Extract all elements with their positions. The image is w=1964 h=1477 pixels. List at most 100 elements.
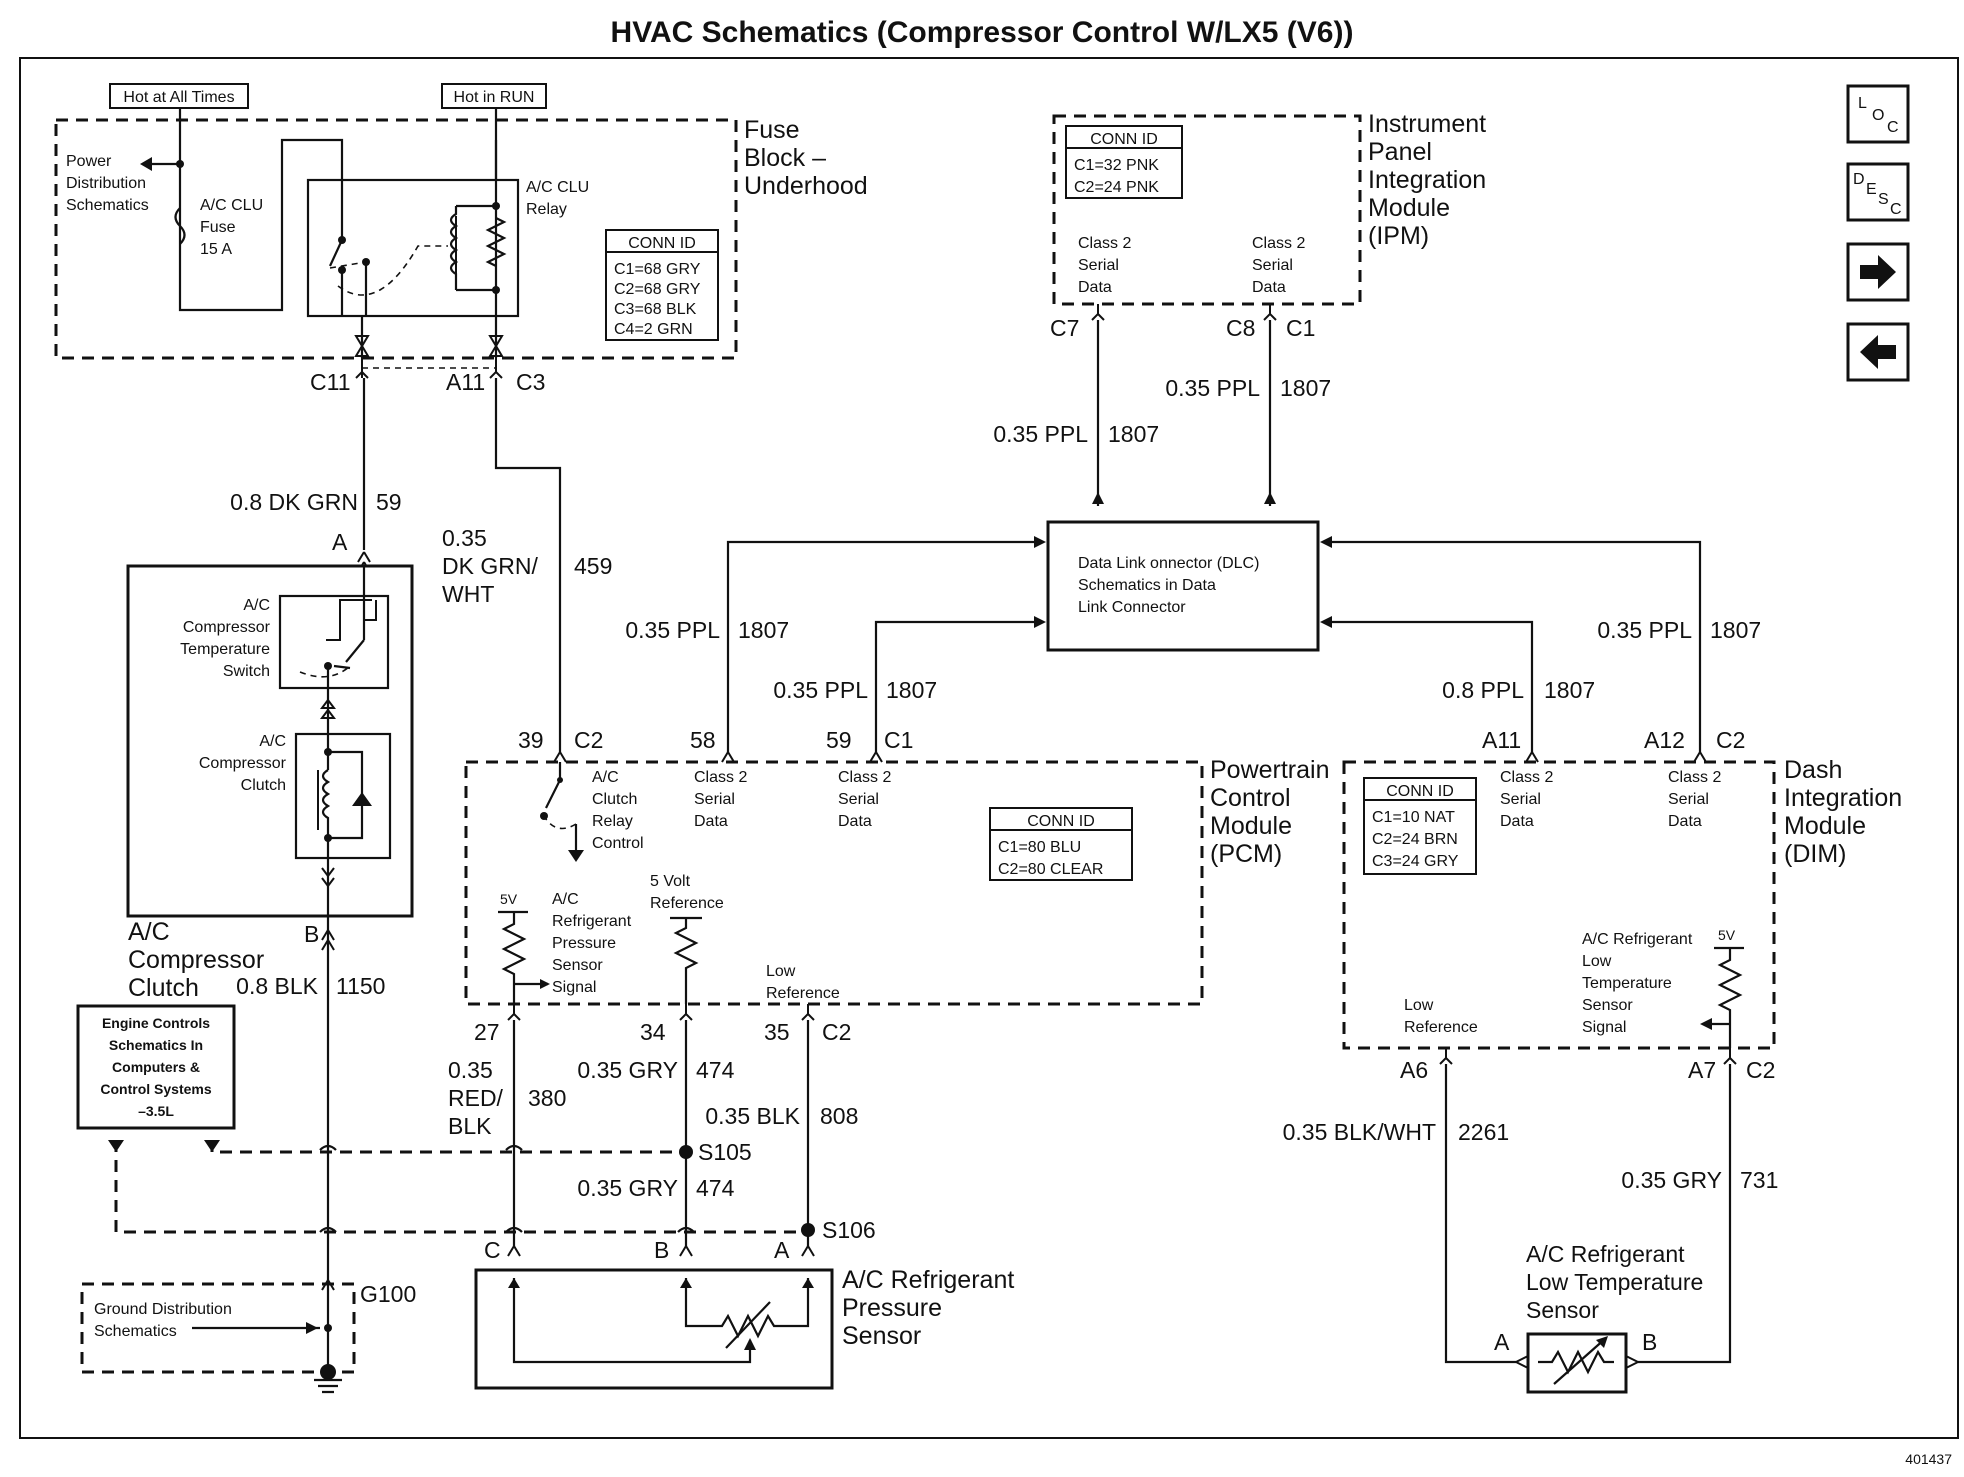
svg-text:Module: Module (1368, 194, 1450, 222)
svg-text:(DIM): (DIM) (1784, 840, 1846, 868)
svg-text:C: C (484, 1237, 501, 1263)
svg-text:A: A (1494, 1329, 1510, 1355)
image-number: 401437 (1905, 1451, 1952, 1467)
svg-text:Underhood: Underhood (744, 172, 868, 200)
svg-text:C1=32 PNK: C1=32 PNK (1074, 157, 1159, 174)
wire-459-circuit: 459 (574, 553, 612, 579)
svg-text:A: A (774, 1237, 790, 1263)
svg-text:Instrument: Instrument (1368, 110, 1486, 138)
svg-text:(PCM): (PCM) (1210, 840, 1282, 868)
svg-text:C2=68 GRY: C2=68 GRY (614, 281, 701, 298)
svg-text:0.35 GRY: 0.35 GRY (1621, 1167, 1722, 1193)
svg-text:Data: Data (694, 813, 728, 830)
svg-text:Class 2: Class 2 (694, 769, 747, 786)
svg-text:380: 380 (528, 1085, 566, 1111)
svg-text:Engine Controls: Engine Controls (102, 1015, 210, 1031)
svg-text:A/C CLU: A/C CLU (526, 179, 589, 196)
svg-text:C2=24 PNK: C2=24 PNK (1074, 179, 1159, 196)
svg-text:C8: C8 (1226, 315, 1255, 341)
svg-text:Block –: Block – (744, 144, 826, 172)
dashed-ground-link-b (210, 1140, 686, 1154)
svg-text:Module: Module (1784, 812, 1866, 840)
clutch-coil-icon (321, 769, 331, 838)
wire-dim-a11 (1330, 620, 1534, 752)
svg-text:D: D (1853, 171, 1865, 188)
svg-text:Serial: Serial (1500, 791, 1541, 808)
svg-text:A11: A11 (1482, 727, 1521, 753)
svg-text:Serial: Serial (694, 791, 735, 808)
svg-text:Data: Data (838, 813, 872, 830)
svg-text:5V: 5V (500, 891, 518, 907)
splice-s105 (679, 1145, 693, 1159)
svg-text:C1=68 GRY: C1=68 GRY (614, 261, 701, 278)
svg-text:S: S (1878, 191, 1889, 208)
svg-text:Clutch: Clutch (128, 974, 199, 1002)
page-title: HVAC Schematics (Compressor Control W/LX… (611, 16, 1354, 49)
svg-text:0.35: 0.35 (442, 525, 487, 551)
svg-text:Data: Data (1500, 813, 1534, 830)
svg-text:0.35 PPL: 0.35 PPL (1165, 375, 1260, 401)
svg-text:Data: Data (1252, 279, 1286, 296)
svg-text:B: B (304, 921, 319, 947)
desc-button[interactable]: D E S C (1846, 162, 1910, 222)
svg-text:A: A (332, 529, 348, 555)
svg-text:Panel: Panel (1368, 138, 1432, 166)
diode-icon (352, 792, 372, 806)
svg-text:Schematics in Data: Schematics in Data (1078, 577, 1216, 594)
svg-text:Serial: Serial (1078, 257, 1119, 274)
svg-text:WHT: WHT (442, 581, 494, 607)
powertrain-control-module: Powertrain Control Module (PCM) 39 C2 58… (464, 727, 1330, 1006)
svg-text:A12: A12 (1644, 727, 1685, 753)
svg-text:59: 59 (826, 727, 852, 753)
svg-text:Schematics In: Schematics In (109, 1037, 203, 1053)
svg-text:S105: S105 (698, 1139, 752, 1165)
svg-text:1807: 1807 (1280, 375, 1331, 401)
svg-text:Integration: Integration (1368, 166, 1486, 194)
svg-text:Clutch: Clutch (592, 791, 637, 808)
svg-text:A/C Refrigerant: A/C Refrigerant (842, 1266, 1014, 1294)
svg-text:15 A: 15 A (200, 241, 232, 258)
svg-text:C2: C2 (1746, 1057, 1775, 1083)
loc-button[interactable]: L O C (1846, 84, 1910, 144)
svg-text:C2=24 BRN: C2=24 BRN (1372, 831, 1458, 848)
svg-text:731: 731 (1740, 1167, 1778, 1193)
svg-text:A/C: A/C (128, 918, 170, 946)
svg-text:CONN ID: CONN ID (1090, 131, 1158, 148)
arrow-left-icon (1860, 335, 1896, 369)
svg-text:C4=2 GRN: C4=2 GRN (614, 321, 693, 338)
svg-text:Low: Low (1582, 953, 1612, 970)
hot-in-run-label: Hot in RUN (441, 83, 547, 109)
svg-text:Power: Power (66, 153, 112, 170)
wire-1150-circuit: 1150 (336, 973, 385, 999)
svg-text:CONN ID: CONN ID (1386, 783, 1454, 800)
svg-text:Compressor: Compressor (128, 946, 264, 974)
svg-text:Link Connector: Link Connector (1078, 599, 1186, 616)
svg-text:CONN ID: CONN ID (1027, 813, 1095, 830)
prev-page-button[interactable] (1846, 322, 1910, 382)
svg-text:Class 2: Class 2 (1078, 235, 1131, 252)
wire-1150-color: 0.8 BLK (236, 973, 318, 999)
svg-text:B: B (654, 1237, 669, 1263)
svg-text:A6: A6 (1400, 1057, 1428, 1083)
svg-text:Computers &: Computers & (112, 1059, 200, 1075)
svg-text:39: 39 (518, 727, 544, 753)
splice-s106 (801, 1223, 815, 1237)
ac-refrigerant-pressure-sensor: C B A A/C Refrigerant Pressure Sensor (474, 1237, 1014, 1390)
svg-text:Integration: Integration (1784, 784, 1902, 812)
svg-text:5V: 5V (1718, 927, 1736, 943)
ac-refrigerant-low-temperature-sensor: A/C Refrigerant Low Temperature Sensor A… (1494, 1241, 1703, 1394)
next-page-button[interactable] (1846, 242, 1910, 302)
svg-text:A/C: A/C (552, 891, 579, 908)
svg-text:2261: 2261 (1458, 1119, 1509, 1145)
wire-731 (1638, 1064, 1732, 1364)
svg-text:C3=68 BLK: C3=68 BLK (614, 301, 697, 318)
svg-text:C1=80 BLU: C1=80 BLU (998, 839, 1081, 856)
svg-text:808: 808 (820, 1103, 858, 1129)
svg-text:C1: C1 (1286, 315, 1315, 341)
svg-text:Compressor: Compressor (199, 755, 287, 772)
data-link-connector: Data Link onnector (DLC) Schematics in D… (1046, 520, 1320, 652)
svg-text:1807: 1807 (1108, 421, 1159, 447)
svg-text:Low Temperature: Low Temperature (1526, 1269, 1703, 1295)
wire-459 (494, 378, 562, 752)
